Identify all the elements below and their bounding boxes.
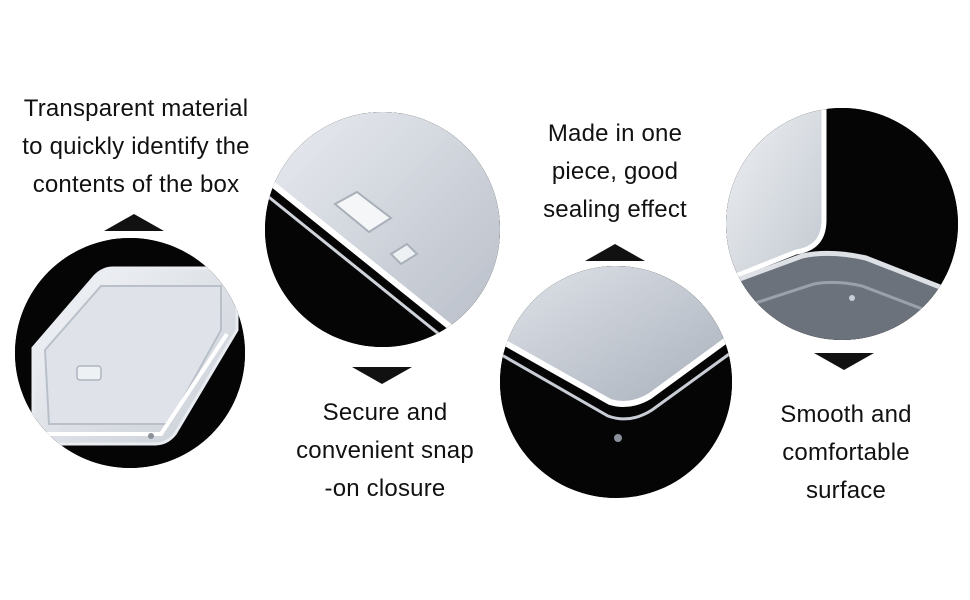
caption-line: piece, good (551, 158, 679, 185)
caption-transparent-material: Transparent material to quickly identify… (0, 90, 272, 204)
caption-line: convenient snap (296, 437, 474, 464)
caption-smooth-surface: Smooth and comfortable surface (726, 396, 966, 510)
arrow-down-icon (352, 367, 412, 384)
caption-line: contents of the box (32, 171, 240, 198)
caption-line: -on closure (324, 475, 446, 502)
caption-line: Transparent material (23, 95, 249, 122)
caption-line: Smooth and (780, 401, 912, 428)
caption-one-piece-sealing: Made in one piece, good sealing effect (500, 115, 730, 229)
caption-line: Made in one (547, 120, 683, 147)
open-lid-closeup (726, 108, 958, 340)
caption-line: Secure and (322, 399, 448, 426)
full-box-photo (15, 238, 245, 468)
arrow-up-icon (104, 214, 164, 231)
caption-line: surface (805, 477, 887, 504)
caption-snap-closure: Secure and convenient snap -on closure (265, 394, 505, 508)
caption-line: sealing effect (543, 196, 687, 223)
snap-closure-closeup (265, 112, 500, 347)
caption-line: comfortable (782, 439, 910, 466)
arrow-up-icon (585, 244, 645, 261)
rounded-corner-closeup (500, 266, 732, 498)
caption-line: to quickly identify the (22, 133, 250, 160)
arrow-down-icon (814, 353, 874, 370)
